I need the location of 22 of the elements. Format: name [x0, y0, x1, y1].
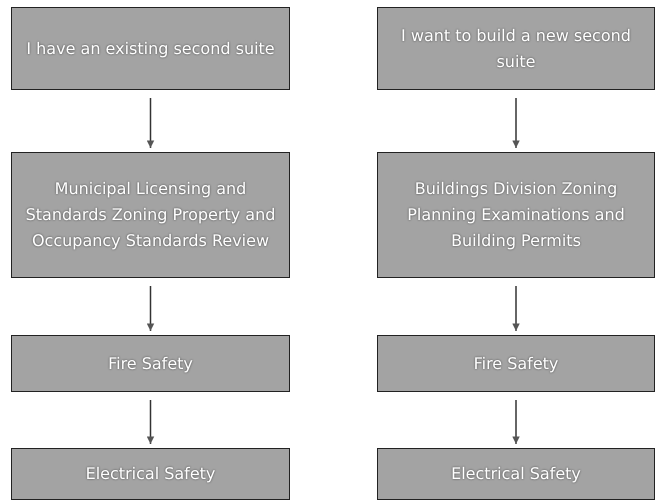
box-label: I want to build a new second suite — [400, 24, 632, 72]
process-box — [11, 152, 290, 278]
box-label: Electrical Safety — [86, 463, 216, 485]
process-box — [11, 335, 290, 392]
box-label: Buildings Division Zoning Planning Examinations and Building Permits — [406, 178, 626, 252]
arrow — [512, 400, 520, 444]
arrow — [512, 98, 520, 148]
process-box — [377, 448, 655, 500]
arrow — [146, 286, 154, 331]
box-label: Fire Safety — [474, 352, 558, 374]
arrow — [146, 400, 154, 444]
process-box — [11, 448, 290, 500]
process-box — [11, 7, 290, 90]
box-label: I have an existing second suite — [26, 38, 275, 60]
process-box — [377, 7, 655, 90]
arrow — [512, 286, 520, 331]
process-box — [377, 152, 655, 278]
box-label: Electrical Safety — [451, 463, 581, 485]
box-label: Municipal Licensing and Standards Zoning Property and Occupancy Standards Review — [24, 178, 276, 252]
box-label: Fire Safety — [108, 352, 193, 374]
arrow — [146, 98, 154, 148]
process-box — [377, 335, 655, 392]
